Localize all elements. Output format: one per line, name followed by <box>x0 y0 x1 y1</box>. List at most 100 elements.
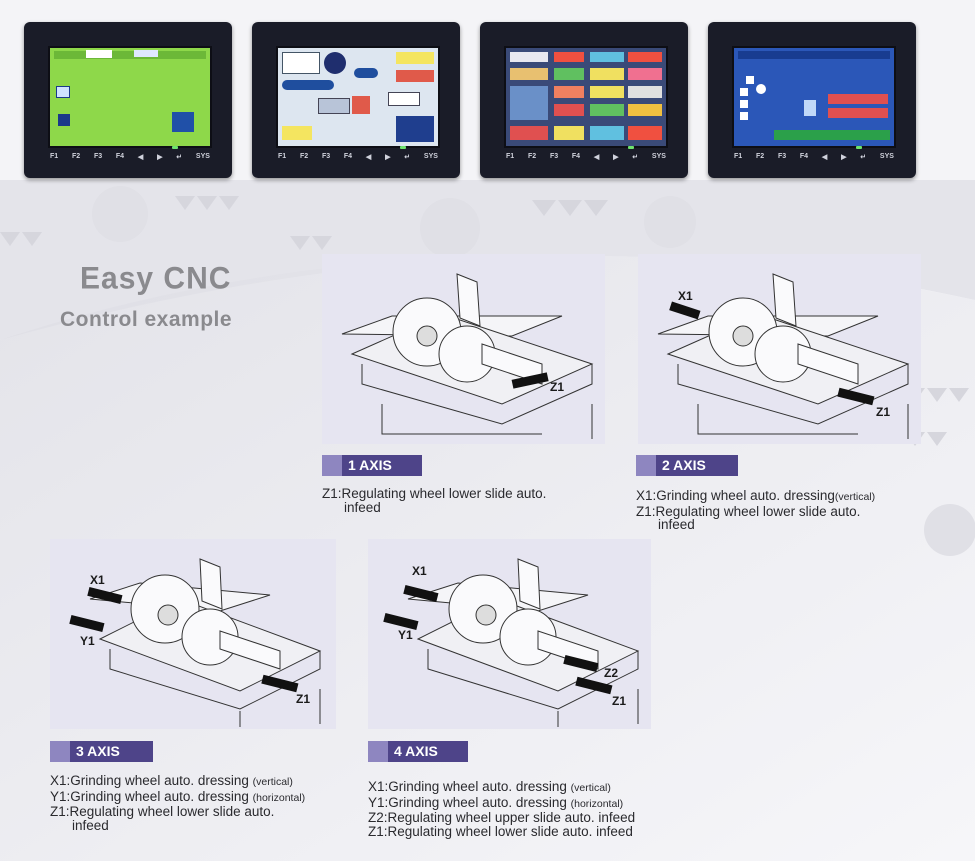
desc-axis: Z1: <box>322 486 342 501</box>
left-key[interactable]: ◀ <box>821 154 828 161</box>
f3-key[interactable]: F3 <box>321 153 331 160</box>
left-key[interactable]: ◀ <box>365 154 372 161</box>
axis-label-x1: X1 <box>412 564 427 578</box>
axis-label-x1: X1 <box>90 573 105 587</box>
status-led <box>172 146 178 149</box>
desc-line: Z1:Regulating wheel lower slide auto. <box>322 487 546 501</box>
axis-label-z1: Z1 <box>612 694 626 708</box>
right-key[interactable]: ▶ <box>613 154 619 161</box>
f2-key[interactable]: F2 <box>71 153 81 160</box>
enter-key[interactable]: ↵ <box>176 154 183 161</box>
desc-text: Regulating wheel lower slide auto. <box>69 804 275 819</box>
desc-text: Grinding wheel auto. dressing <box>70 773 253 788</box>
enter-key[interactable]: ↵ <box>404 154 411 161</box>
right-key[interactable]: ▶ <box>841 154 847 161</box>
axis-bar-z1 <box>511 372 549 389</box>
f2-key[interactable]: F2 <box>755 153 765 160</box>
sys-key[interactable]: SYS <box>651 153 666 160</box>
desc-axis: Z1: <box>368 823 388 839</box>
f3-key[interactable]: F3 <box>777 153 787 160</box>
axis-tag-4: 4 AXIS <box>368 741 468 762</box>
desc-4-axis: X1:Grinding wheel auto. dressing (vertic… <box>368 780 635 838</box>
left-key[interactable]: ◀ <box>593 154 600 161</box>
axis-tag-3: 3 AXIS <box>50 741 153 762</box>
f4-key[interactable]: F4 <box>799 153 809 160</box>
desc-text: Regulating wheel lower slide auto. <box>341 486 547 501</box>
axis-tag-label: 4 AXIS <box>394 743 438 759</box>
desc-continuation: infeed <box>72 817 109 833</box>
desc-note: (vertical) <box>834 491 876 503</box>
f2-key[interactable]: F2 <box>527 153 537 160</box>
desc-1-axis: Z1:Regulating wheel lower slide auto. in… <box>322 487 546 514</box>
f1-key[interactable]: F1 <box>50 153 59 160</box>
desc-2-axis: X1:Grinding wheel auto. dressing(vertica… <box>636 489 875 532</box>
f4-key[interactable]: F4 <box>343 153 353 160</box>
machine-illustration: X1 Y1 Z2 Z1 <box>383 558 640 727</box>
axis-label-y1: Y1 <box>398 628 413 642</box>
desc-line: X1:Grinding wheel auto. dressing (vertic… <box>50 774 305 790</box>
right-key[interactable]: ▶ <box>157 154 163 161</box>
sys-key[interactable]: SYS <box>423 153 438 160</box>
axis-bar-z1 <box>837 387 875 406</box>
right-key[interactable]: ▶ <box>385 154 391 161</box>
machine-illustration: X1 Y1 Z1 <box>69 558 322 727</box>
axis-tag-1: 1 AXIS <box>322 455 422 476</box>
f3-key[interactable]: F3 <box>549 153 559 160</box>
f4-key[interactable]: F4 <box>571 153 581 160</box>
sys-key[interactable]: SYS <box>879 153 894 160</box>
tag-strip <box>322 455 342 476</box>
diagram-2-axis: X1 Z1 <box>638 254 921 444</box>
desc-axis: Y1: <box>368 794 389 810</box>
axis-label-z1: Z1 <box>876 405 890 419</box>
hmi-function-keys: F1 F2 F3 F4 ◀ ▶ ↵ SYS <box>278 153 438 161</box>
f2-key[interactable]: F2 <box>299 153 309 160</box>
machine-illustration: X1 Z1 <box>657 273 910 439</box>
page-title: Easy CNC <box>80 261 232 296</box>
sys-key[interactable]: SYS <box>195 153 210 160</box>
enter-key[interactable]: ↵ <box>860 154 867 161</box>
desc-axis: X1: <box>636 488 657 503</box>
axis-bar-x1 <box>669 301 701 320</box>
f1-key[interactable]: F1 <box>734 153 743 160</box>
tag-strip <box>368 741 388 762</box>
f3-key[interactable]: F3 <box>93 153 103 160</box>
status-led <box>628 146 634 149</box>
desc-text: Grinding wheel auto. dressing <box>70 788 253 804</box>
axis-tag-label: 2 AXIS <box>662 457 706 473</box>
f1-key[interactable]: F1 <box>278 153 287 160</box>
hmi-screen-green <box>48 46 212 148</box>
status-led <box>400 146 406 149</box>
hmi-screen-process <box>276 46 440 148</box>
desc-line: X1:Grinding wheel auto. dressing (vertic… <box>368 780 635 796</box>
left-key[interactable]: ◀ <box>137 154 144 161</box>
diagram-4-axis: X1 Y1 Z2 Z1 <box>368 539 651 729</box>
desc-note: (vertical) <box>252 776 293 788</box>
axis-label-z1: Z1 <box>296 692 310 706</box>
desc-text: Regulating wheel lower slide auto. infee… <box>387 823 633 839</box>
desc-text: Grinding wheel auto. dressing <box>656 488 835 503</box>
f1-key[interactable]: F1 <box>506 153 515 160</box>
axis-tag-label: 3 AXIS <box>76 743 120 759</box>
f4-key[interactable]: F4 <box>115 153 125 160</box>
desc-line: Y1:Grinding wheel auto. dressing (horizo… <box>50 788 305 806</box>
hmi-panel-1: F1 F2 F3 F4 ◀ ▶ ↵ SYS <box>24 22 232 178</box>
desc-axis: Z1: <box>50 804 70 819</box>
desc-line: Z1:Regulating wheel lower slide auto. in… <box>368 823 635 839</box>
hmi-function-keys: F1 F2 F3 F4 ◀ ▶ ↵ SYS <box>734 153 894 161</box>
desc-line: Z2:Regulating wheel upper slide auto. in… <box>368 811 635 825</box>
diagram-1-axis: Z1 <box>322 254 605 444</box>
axis-tag-label: 1 AXIS <box>348 457 392 473</box>
desc-text: Grinding wheel auto. dressing <box>388 794 571 810</box>
axis-bar-y1 <box>383 613 419 630</box>
desc-line: X1:Grinding wheel auto. dressing(vertica… <box>636 489 875 505</box>
desc-axis: Z1: <box>636 503 656 519</box>
desc-text: Regulating wheel upper slide auto. infee… <box>387 810 636 825</box>
axis-tag-2: 2 AXIS <box>636 455 738 476</box>
enter-key[interactable]: ↵ <box>632 154 639 161</box>
desc-axis: X1: <box>50 773 71 788</box>
hmi-function-keys: F1 F2 F3 F4 ◀ ▶ ↵ SYS <box>506 153 666 161</box>
desc-text: Regulating wheel lower slide auto. <box>655 503 861 519</box>
desc-note: (horizontal) <box>570 797 624 810</box>
desc-axis: Z2: <box>368 810 388 825</box>
tag-strip <box>50 741 70 762</box>
